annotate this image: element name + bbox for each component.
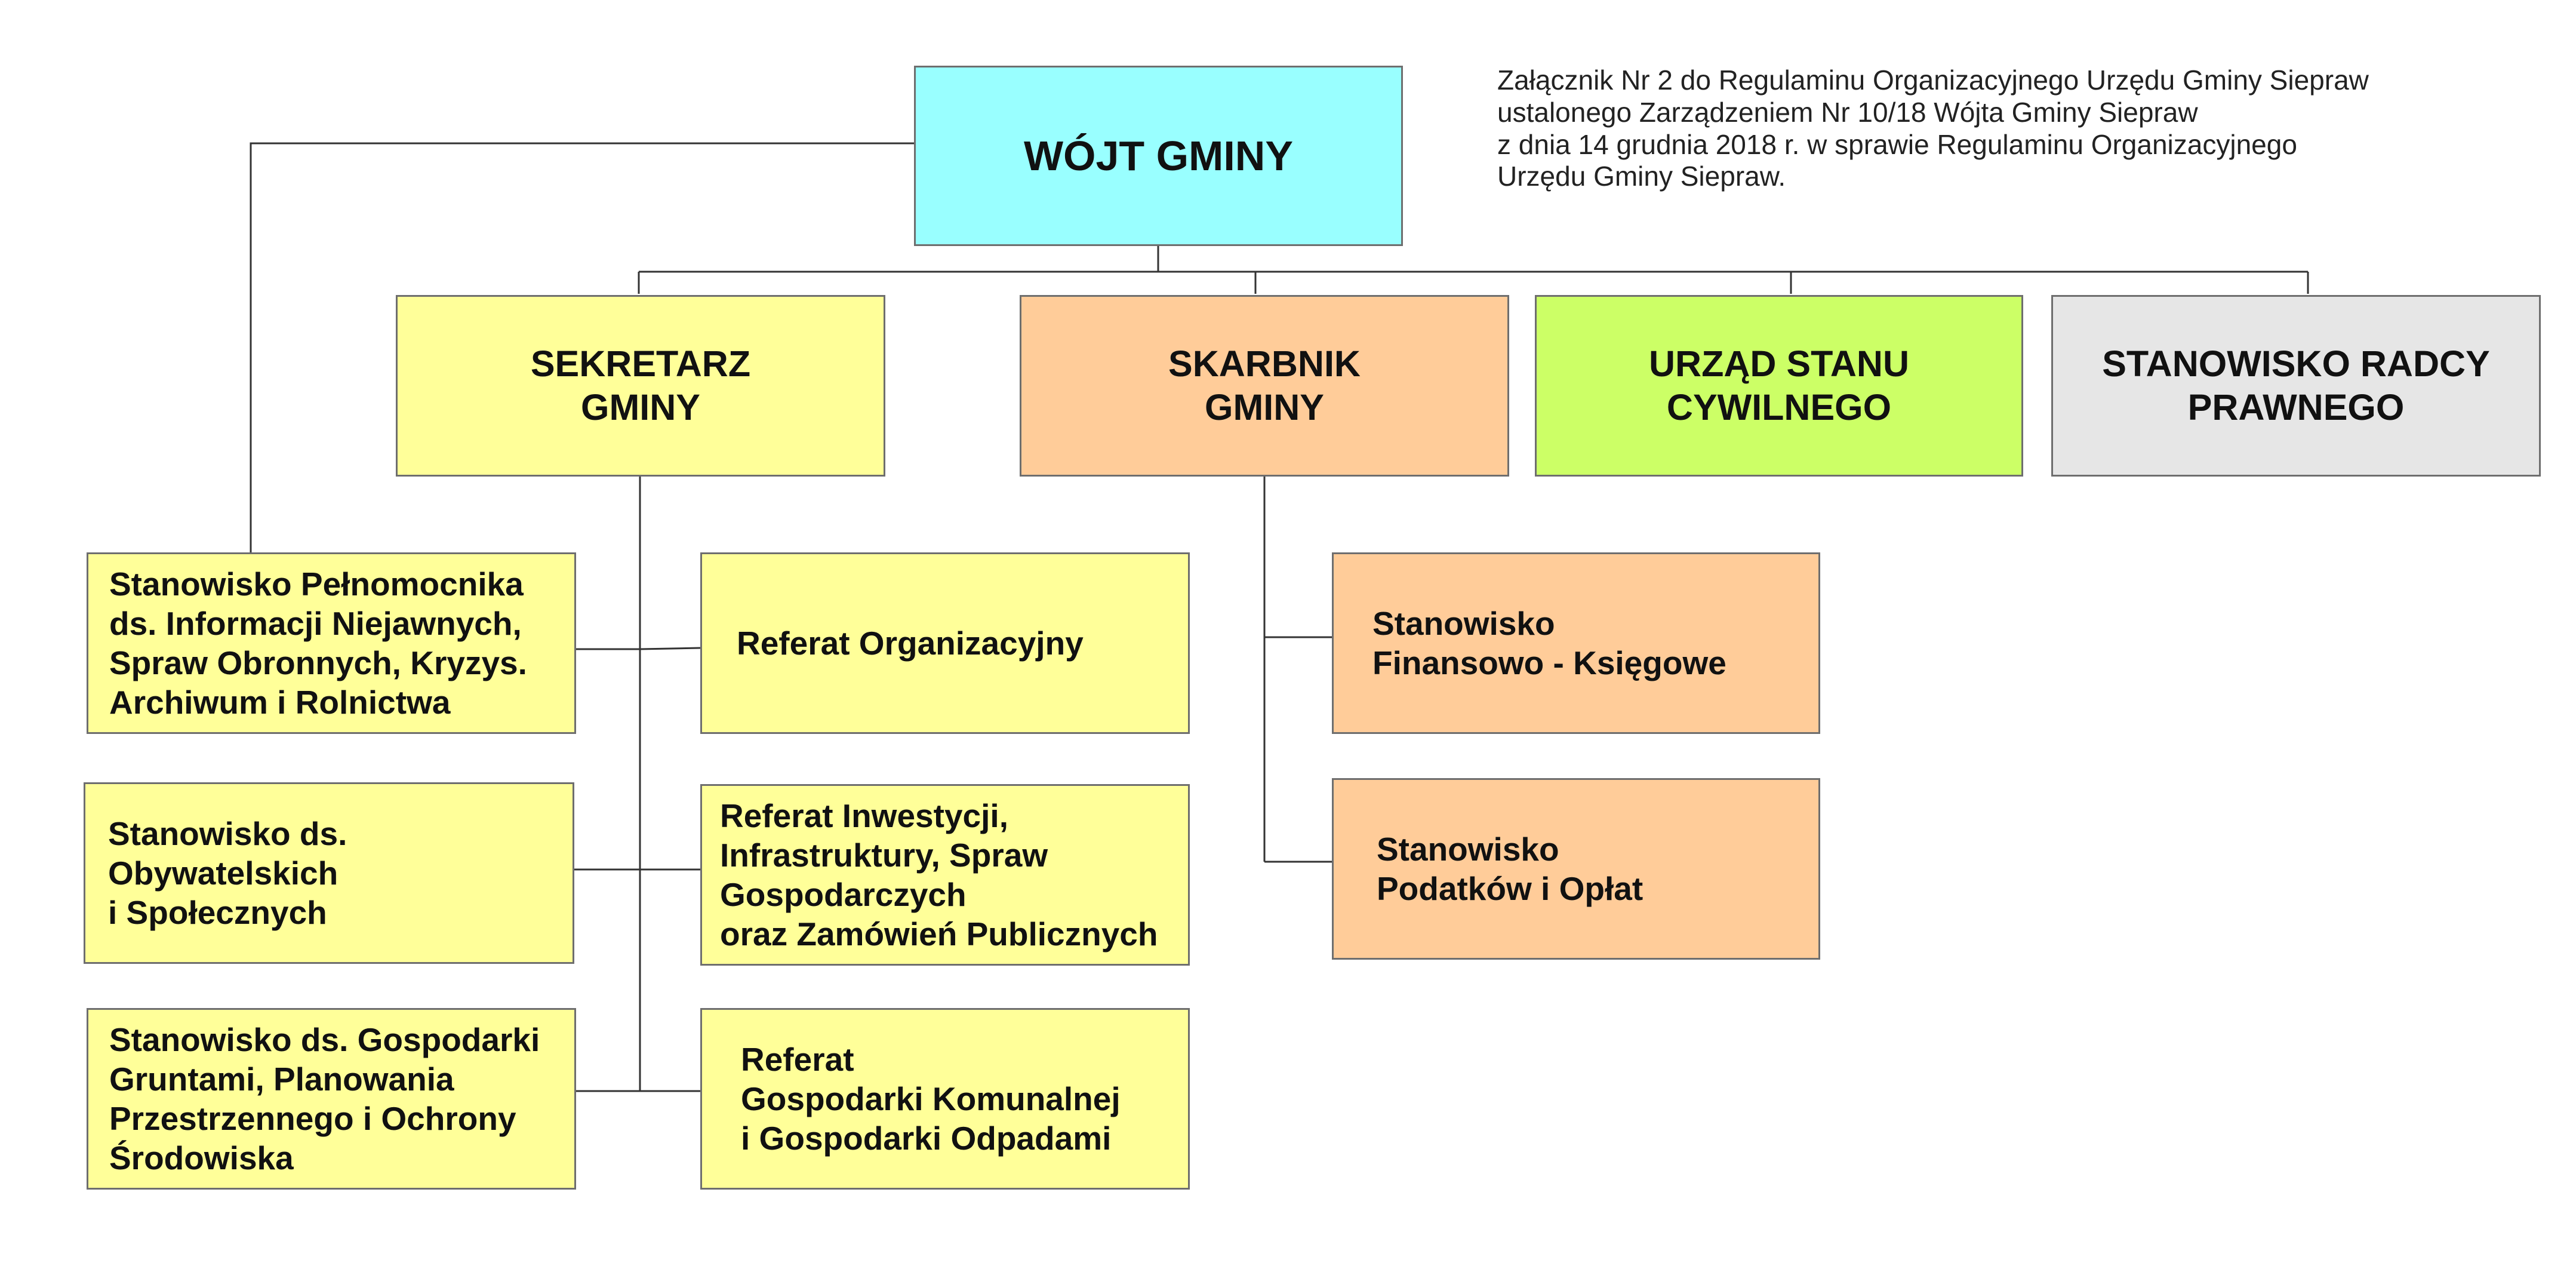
head-box-wojt: WÓJT GMINY <box>914 66 1403 246</box>
taxes-fees-post-box: Stanowisko Podatków i Opłat <box>1332 778 1820 960</box>
attachment-note: Załącznik Nr 2 do Regulaminu Organizacyj… <box>1497 64 2369 192</box>
organizational-unit-label: Referat Organizacyjny <box>737 625 1084 662</box>
municipal-services-unit-box: Referat Gospodarki Komunalnej i Gospodar… <box>700 1008 1190 1190</box>
connector-secretary-row1 <box>576 647 701 650</box>
civic-affairs-post-label: Stanowisko ds. Obywatelskich i Społeczny… <box>108 815 347 931</box>
plenipotentiary-post-box: Stanowisko Pełnomocnika ds. Informacji N… <box>87 552 576 734</box>
municipal-services-unit-label: Referat Gospodarki Komunalnej i Gospodar… <box>741 1041 1121 1157</box>
civic-affairs-post-box: Stanowisko ds. Obywatelskich i Społeczny… <box>84 782 574 964</box>
investment-unit-label: Referat Inwestycji, Infrastruktury, Spra… <box>720 797 1158 953</box>
treasurer-label: SKARBNIK GMINY <box>1168 343 1361 428</box>
plenipotentiary-post-label: Stanowisko Pełnomocnika ds. Informacji N… <box>109 566 527 721</box>
taxes-fees-post-label: Stanowisko Podatków i Opłat <box>1377 831 1644 907</box>
finance-accounting-post-box: Stanowisko Finansowo - Księgowe <box>1332 552 1820 734</box>
land-management-post-label: Stanowisko ds. Gospodarki Gruntami, Plan… <box>109 1021 540 1176</box>
secretary-label: SEKRETARZ GMINY <box>530 343 751 428</box>
civil-registry-label: URZĄD STANU CYWILNEGO <box>1649 343 1909 428</box>
treasurer-box: SKARBNIK GMINY <box>1020 295 1509 477</box>
organizational-unit-box: Referat Organizacyjny <box>700 552 1190 734</box>
legal-counsel-box: STANOWISKO RADCY PRAWNEGO <box>2051 295 2541 477</box>
head-label: WÓJT GMINY <box>1023 133 1294 179</box>
secretary-box: SEKRETARZ GMINY <box>396 295 885 477</box>
finance-accounting-post-label: Stanowisko Finansowo - Księgowe <box>1372 605 1726 681</box>
connector-head-to-plenipotentiary <box>250 142 914 552</box>
civil-registry-box: URZĄD STANU CYWILNEGO <box>1535 295 2023 477</box>
investment-unit-box: Referat Inwestycji, Infrastruktury, Spra… <box>700 784 1190 966</box>
land-management-post-box: Stanowisko ds. Gospodarki Gruntami, Plan… <box>87 1008 576 1190</box>
legal-counsel-label: STANOWISKO RADCY PRAWNEGO <box>2102 343 2490 428</box>
